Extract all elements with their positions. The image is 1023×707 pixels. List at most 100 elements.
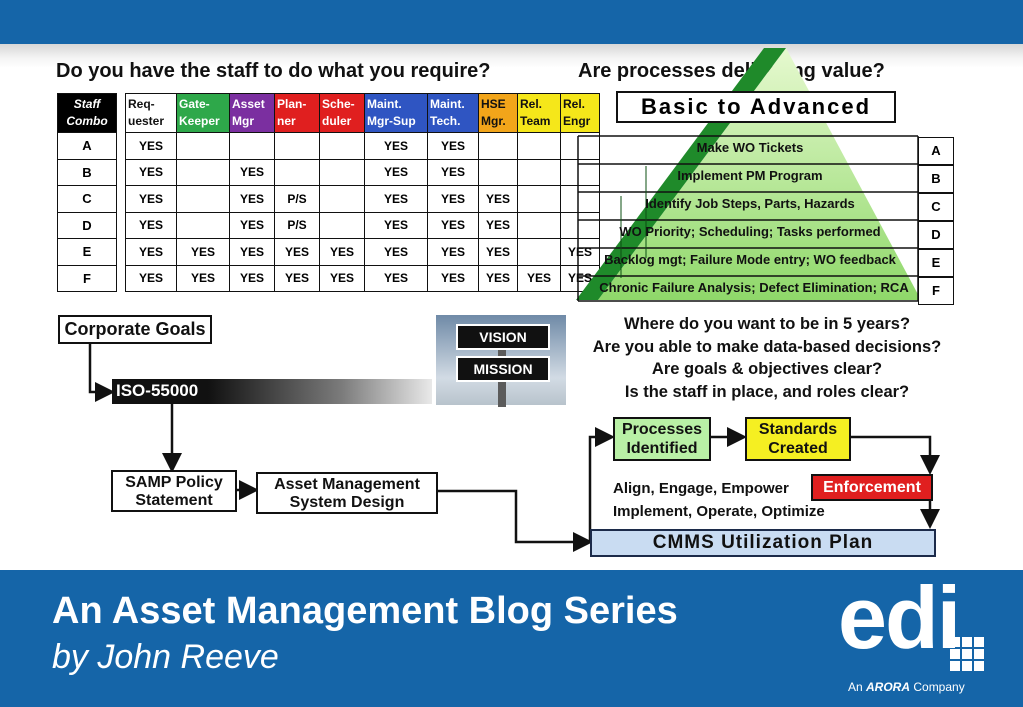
staff-cell: YES bbox=[427, 264, 479, 292]
top-banner bbox=[0, 0, 1023, 44]
staff-cell: YES bbox=[427, 158, 479, 186]
staff-cell: YES bbox=[427, 238, 479, 266]
staff-column-header: Gate-Keeper bbox=[176, 93, 230, 133]
staff-cell bbox=[560, 158, 600, 186]
staff-cell: YES bbox=[364, 264, 428, 292]
pyramid-level-lines bbox=[577, 135, 919, 302]
staff-cell bbox=[319, 185, 365, 213]
staff-cell: YES bbox=[319, 238, 365, 266]
staff-cell: YES bbox=[229, 158, 275, 186]
blog-series-title: An Asset Management Blog Series bbox=[52, 590, 678, 632]
pyramid-level-label: Implement PM Program bbox=[677, 168, 823, 183]
staff-cell: YES bbox=[560, 238, 600, 266]
pyramid-level-label: WO Priority; Scheduling; Tasks performed bbox=[619, 224, 881, 239]
pyramid-level-letter: B bbox=[918, 165, 954, 193]
combo-cell: C bbox=[57, 185, 117, 213]
logo-tagline: An ARORA Company bbox=[848, 680, 965, 694]
staff-cell bbox=[319, 211, 365, 239]
staff-cell: YES bbox=[478, 185, 518, 213]
cmms-plan-box: CMMS Utilization Plan bbox=[590, 529, 936, 557]
staff-cell: YES bbox=[125, 211, 177, 239]
pyramid-level-letter: C bbox=[918, 193, 954, 221]
implement-text: Implement, Operate, Optimize bbox=[613, 503, 825, 520]
staff-cell bbox=[274, 132, 320, 160]
staff-cell: YES bbox=[176, 238, 230, 266]
enforcement-box: Enforcement bbox=[811, 474, 933, 501]
pyramid-level-letter: A bbox=[918, 137, 954, 165]
pyramid-level-label: Chronic Failure Analysis; Defect Elimina… bbox=[599, 280, 909, 295]
combo-cell: B bbox=[57, 158, 117, 186]
staff-cell: YES bbox=[427, 132, 479, 160]
staff-column-header: Maint.Mgr-Sup bbox=[364, 93, 428, 133]
staff-column-header: Maint.Tech. bbox=[427, 93, 479, 133]
staff-cell: YES bbox=[427, 185, 479, 213]
pyramid-level-letter: D bbox=[918, 221, 954, 249]
pyramid-level-letter: E bbox=[918, 249, 954, 277]
question-1: Where do you want to be in 5 years? bbox=[623, 315, 911, 333]
staff-cell bbox=[176, 158, 230, 186]
staff-cell bbox=[176, 132, 230, 160]
staff-cell: YES bbox=[125, 238, 177, 266]
staff-cell: YES bbox=[364, 132, 428, 160]
staff-cell: YES bbox=[364, 158, 428, 186]
staff-column-header: Rel.Engr bbox=[560, 93, 600, 133]
author-byline: by John Reeve bbox=[52, 638, 279, 676]
question-2: Are you able to make data-based decision… bbox=[592, 337, 942, 356]
staff-cell: YES bbox=[125, 185, 177, 213]
staff-cell bbox=[517, 158, 561, 186]
staff-cell: YES bbox=[125, 132, 177, 160]
processes-heading: Are processes delivering value? bbox=[578, 60, 885, 82]
staff-cell: YES bbox=[229, 185, 275, 213]
staff-cell bbox=[560, 211, 600, 239]
align-text: Align, Engage, Empower bbox=[613, 480, 789, 497]
staff-cell bbox=[229, 132, 275, 160]
staff-cell: YES bbox=[125, 158, 177, 186]
staff-cell bbox=[560, 185, 600, 213]
corporate-goals-box: Corporate Goals bbox=[58, 315, 212, 344]
staff-cell: YES bbox=[319, 264, 365, 292]
staff-cell bbox=[176, 185, 230, 213]
staff-column-header: Sche-duler bbox=[319, 93, 365, 133]
staff-cell: YES bbox=[274, 264, 320, 292]
staff-column-header: Req-uester bbox=[125, 93, 177, 133]
vision-sign: VISION bbox=[456, 324, 550, 350]
pyramid-level-label: Identify Job Steps, Parts, Hazards bbox=[645, 196, 855, 211]
staff-cell bbox=[517, 211, 561, 239]
combo-cell: D bbox=[57, 211, 117, 239]
question-4: Is the staff in place, and roles clear? bbox=[624, 382, 910, 401]
staff-cell bbox=[517, 132, 561, 160]
staff-cell bbox=[517, 185, 561, 213]
logo-wordmark: edi bbox=[838, 568, 961, 667]
pyramid-face bbox=[598, 48, 921, 300]
staff-cell: YES bbox=[427, 211, 479, 239]
staff-column-header: Rel.Team bbox=[517, 93, 561, 133]
pyramid-level-letter: F bbox=[918, 277, 954, 305]
combo-cell: F bbox=[57, 264, 117, 292]
flow-arrows bbox=[88, 343, 940, 552]
logo-grid-icon bbox=[950, 637, 984, 671]
staff-cell bbox=[478, 158, 518, 186]
staff-cell: P/S bbox=[274, 211, 320, 239]
pyramid-level-label: Backlog mgt; Failure Mode entry; WO feed… bbox=[604, 252, 896, 267]
staff-cell: YES bbox=[364, 211, 428, 239]
staff-cell: YES bbox=[176, 264, 230, 292]
staff-cell: YES bbox=[274, 238, 320, 266]
combo-cell: A bbox=[57, 132, 117, 160]
staff-cell: YES bbox=[478, 211, 518, 239]
iso-bar bbox=[112, 379, 432, 404]
vision-mission-sign-image: VISION MISSION bbox=[436, 315, 566, 407]
staff-heading: Do you have the staff to do what you req… bbox=[56, 60, 491, 82]
